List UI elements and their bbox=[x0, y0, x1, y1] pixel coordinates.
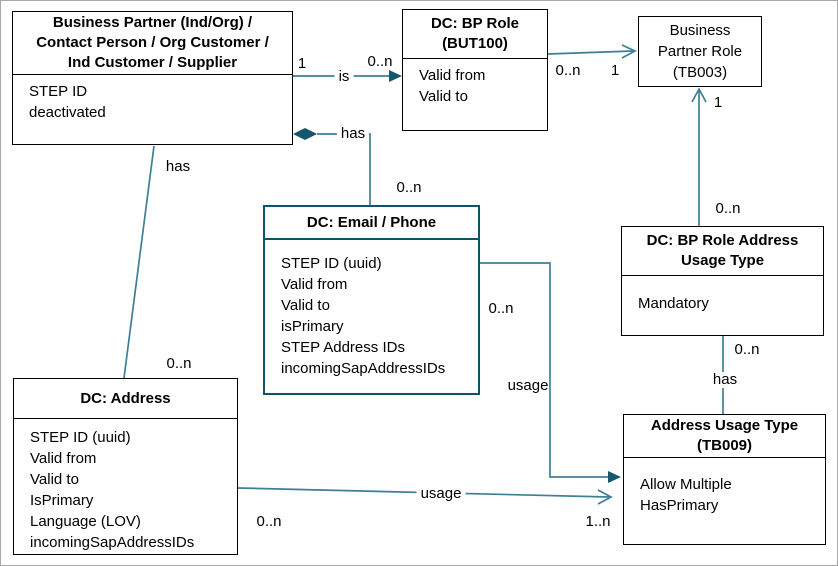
field-line: HasPrimary bbox=[640, 497, 719, 514]
entity-bp-role-fields: Valid from Valid to bbox=[403, 59, 547, 107]
field-line: Valid to bbox=[419, 88, 468, 105]
field-line: STEP ID (uuid) bbox=[281, 255, 382, 272]
entity-email-phone: DC: Email / Phone STEP ID (uuid) Valid f… bbox=[263, 205, 480, 395]
relationship-label-usage: usage bbox=[416, 486, 466, 502]
relationship-label-usage: usage bbox=[507, 377, 549, 394]
title-line: DC: BP Role Address bbox=[646, 232, 799, 249]
title-line: (BUT100) bbox=[442, 35, 508, 52]
filled-arrowhead-icon bbox=[389, 70, 402, 82]
title-line: Usage Type bbox=[680, 252, 765, 269]
title-line: Address Usage Type bbox=[650, 417, 799, 434]
multiplicity-label: 0..n bbox=[166, 355, 192, 372]
entity-address-usage-type-title: Address Usage Type (TB009) bbox=[624, 415, 825, 458]
field-line: Valid from bbox=[30, 450, 97, 467]
entity-bp-role-address-usage-type-title: DC: BP Role Address Usage Type bbox=[622, 227, 823, 276]
relationship-label-has: has bbox=[336, 126, 370, 142]
relationship-label-has: has bbox=[165, 158, 191, 175]
connector-bp-has-address bbox=[123, 145, 155, 379]
multiplicity-label: 1 bbox=[297, 55, 307, 72]
multiplicity-label: 0..n bbox=[555, 62, 581, 79]
connector-bpra-to-tb003 bbox=[691, 87, 707, 226]
title-line: DC: Email / Phone bbox=[306, 213, 437, 231]
entity-bp-role-address-usage-type: DC: BP Role Address Usage Type Mandatory bbox=[621, 226, 824, 336]
title-line: Contact Person / Org Customer / bbox=[36, 34, 269, 51]
connector-bprole-to-tb003 bbox=[547, 44, 637, 59]
title-line: Business Partner (Ind/Org) / bbox=[52, 14, 253, 31]
entity-email-phone-fields: STEP ID (uuid) Valid from Valid to isPri… bbox=[265, 240, 478, 379]
title-line: DC: BP Role bbox=[430, 15, 520, 32]
field-line: STEP ID bbox=[29, 83, 88, 100]
field-line: STEP ID (uuid) bbox=[30, 429, 131, 446]
composition-diamond-icon bbox=[293, 128, 317, 140]
entity-bp-role: DC: BP Role (BUT100) Valid from Valid to bbox=[402, 9, 548, 131]
multiplicity-label: 1..n bbox=[585, 513, 611, 530]
multiplicity-label: 0..n bbox=[734, 341, 760, 358]
title-line: (TB009) bbox=[696, 437, 752, 454]
entity-business-partner-role: Business Partner Role (TB003) bbox=[638, 16, 762, 87]
field-line: incomingSapAddressIDs bbox=[30, 534, 195, 551]
open-arrowhead-icon bbox=[621, 44, 637, 59]
field-line: STEP Address IDs bbox=[281, 339, 405, 356]
filled-arrowhead-icon bbox=[608, 471, 621, 483]
field-line: Valid to bbox=[281, 297, 330, 314]
open-arrowhead-icon bbox=[597, 489, 613, 505]
multiplicity-label: 1 bbox=[713, 94, 723, 111]
entity-email-phone-title: DC: Email / Phone bbox=[265, 207, 478, 240]
entity-address-title: DC: Address bbox=[14, 379, 237, 419]
multiplicity-label: 0..n bbox=[396, 179, 422, 196]
connector-email-usage-tb009 bbox=[480, 262, 621, 483]
field-line: incomingSapAddressIDs bbox=[281, 360, 446, 377]
entity-address: DC: Address STEP ID (uuid) Valid from Va… bbox=[13, 378, 238, 555]
title-line: Business bbox=[669, 22, 731, 39]
relationship-label-has: has bbox=[708, 372, 742, 388]
entity-business-partner: Business Partner (Ind/Org) / Contact Per… bbox=[12, 11, 293, 145]
field-line: Valid to bbox=[30, 471, 79, 488]
field-line: Mandatory bbox=[638, 295, 709, 312]
multiplicity-label: 0..n bbox=[256, 513, 282, 530]
entity-address-fields: STEP ID (uuid) Valid from Valid to IsPri… bbox=[14, 419, 237, 553]
field-line: deactivated bbox=[29, 104, 106, 121]
entity-bp-role-title: DC: BP Role (BUT100) bbox=[403, 10, 547, 59]
multiplicity-label: 0..n bbox=[715, 200, 741, 217]
open-arrowhead-icon bbox=[691, 87, 707, 103]
field-line: IsPrimary bbox=[30, 492, 94, 509]
field-line: isPrimary bbox=[281, 318, 344, 335]
entity-address-usage-type-fields: Allow Multiple HasPrimary bbox=[624, 458, 825, 516]
field-line: Valid from bbox=[419, 67, 486, 84]
entity-business-partner-title: Business Partner (Ind/Org) / Contact Per… bbox=[13, 12, 292, 75]
field-line: Allow Multiple bbox=[640, 476, 732, 493]
multiplicity-label: 0..n bbox=[367, 53, 393, 70]
entity-business-partner-fields: STEP ID deactivated bbox=[13, 75, 292, 123]
field-line: Language (LOV) bbox=[30, 513, 141, 530]
multiplicity-label: 1 bbox=[610, 62, 620, 79]
entity-bp-role-address-usage-type-fields: Mandatory bbox=[622, 276, 823, 314]
field-line: Valid from bbox=[281, 276, 348, 293]
relationship-label-is: is bbox=[334, 69, 354, 85]
title-line: Ind Customer / Supplier bbox=[67, 54, 238, 71]
title-line: (TB003) bbox=[672, 64, 728, 81]
entity-address-usage-type: Address Usage Type (TB009) Allow Multipl… bbox=[623, 414, 826, 545]
title-line: Partner Role bbox=[657, 43, 743, 60]
title-line: DC: Address bbox=[80, 389, 171, 407]
connector-bp-has-email bbox=[293, 128, 371, 205]
multiplicity-label: 0..n bbox=[488, 300, 514, 317]
